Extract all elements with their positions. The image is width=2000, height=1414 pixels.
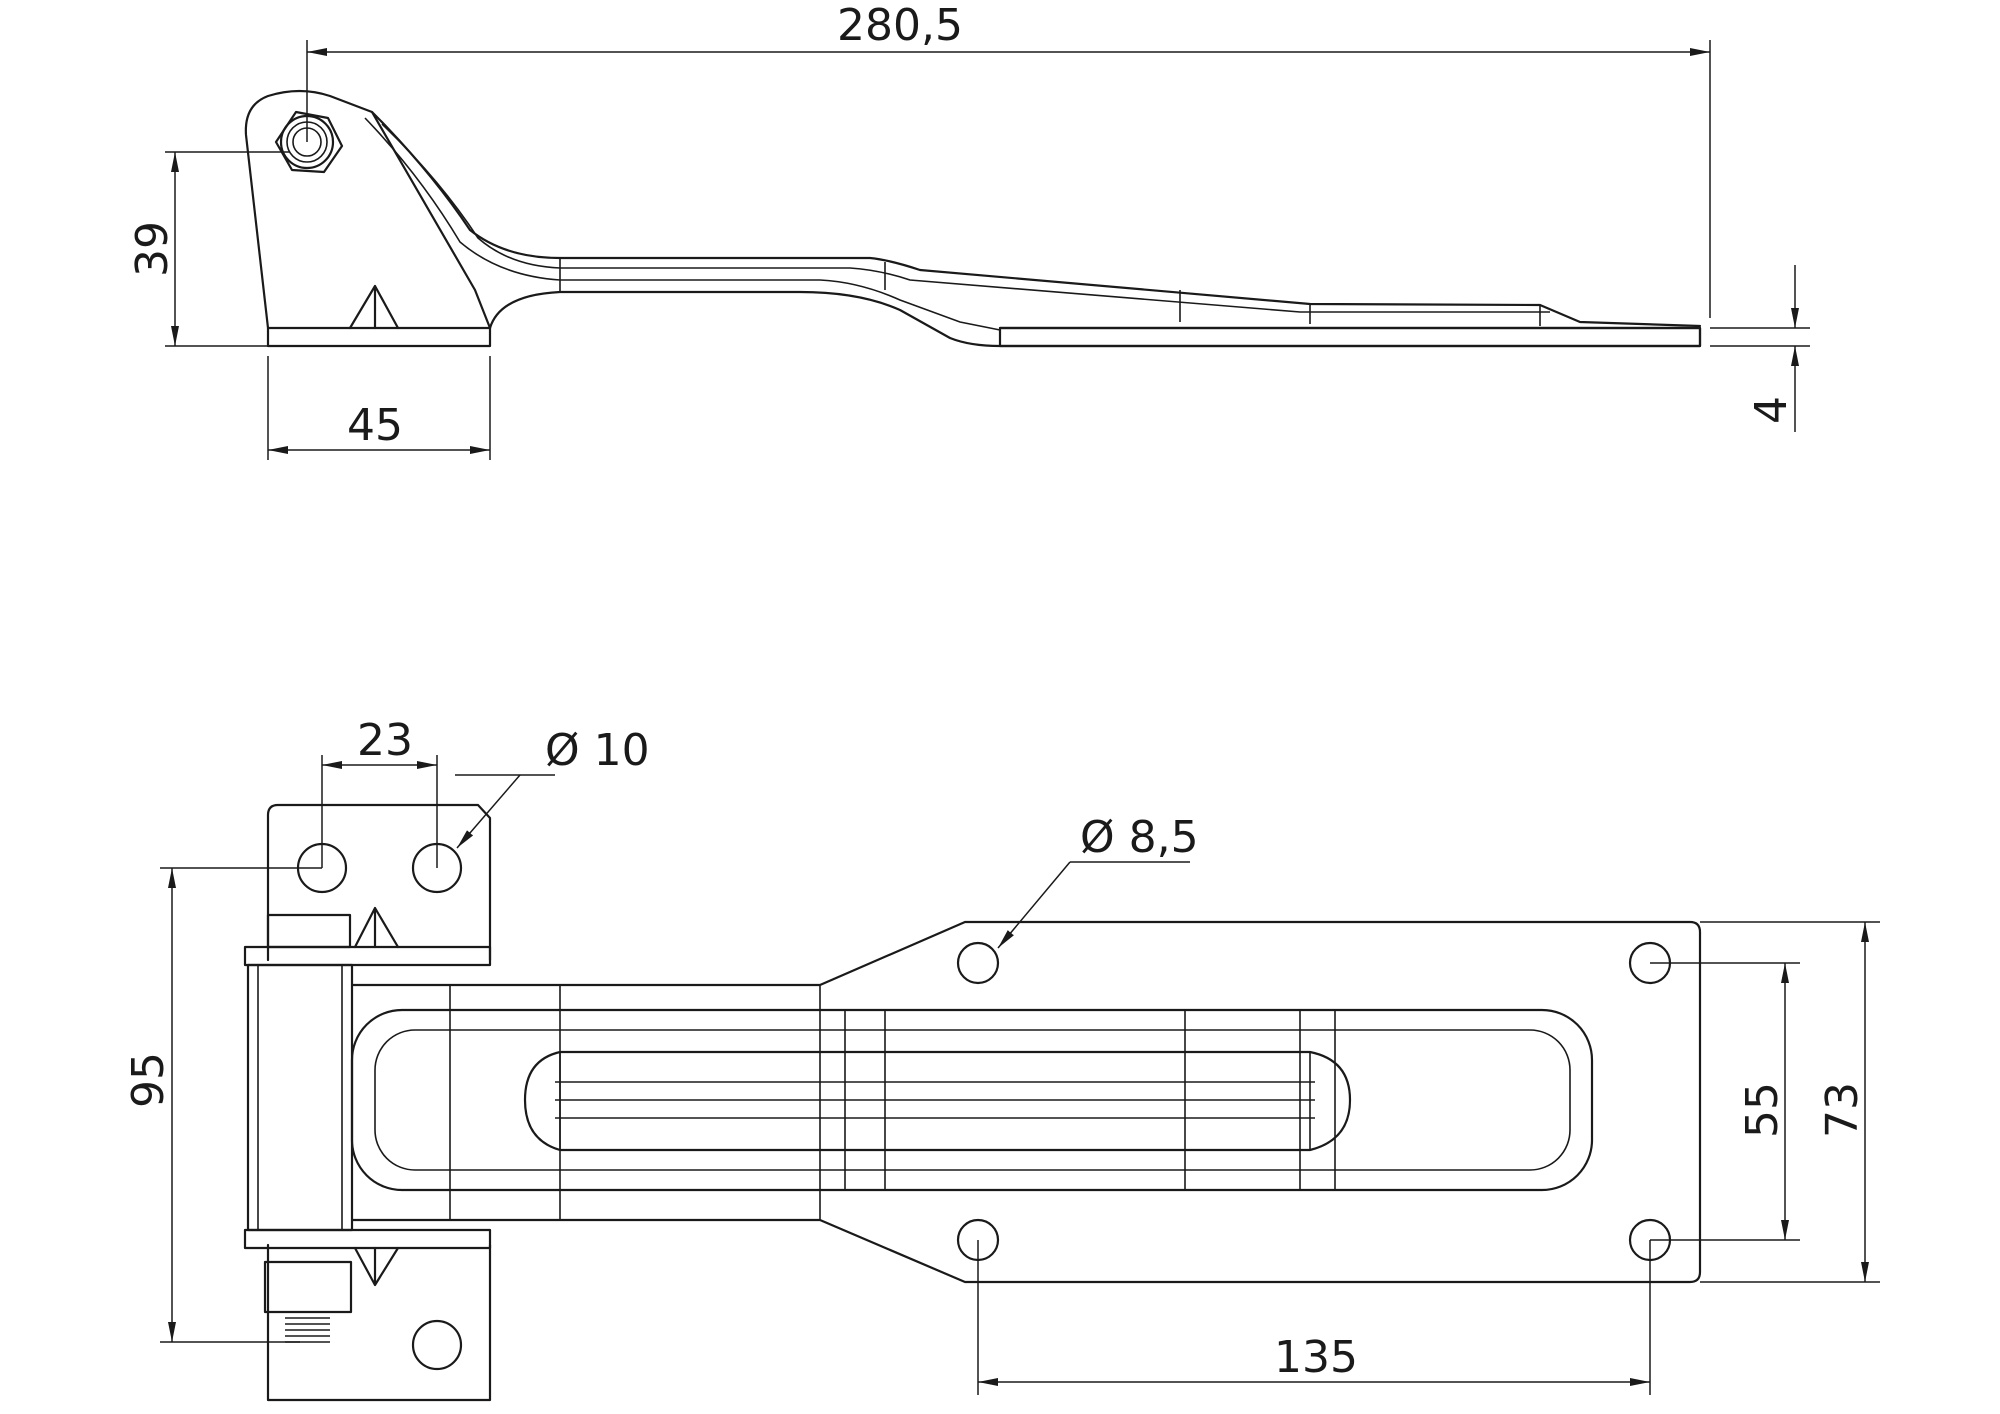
side-arm-upper (370, 110, 1702, 328)
dim-hinge-span: 95 (123, 1052, 174, 1108)
top-upper-rib (353, 906, 400, 949)
top-lower-nut (263, 1260, 353, 1314)
top-arm-channel-inner (374, 1029, 1571, 1171)
top-hinge-pin-lines (257, 965, 343, 1230)
top-hole-lower (411, 1319, 463, 1371)
top-view (243, 803, 1702, 1402)
side-base-plate (266, 326, 492, 348)
side-knuckle-body (244, 89, 492, 330)
top-arm-rib-lines (555, 1052, 1315, 1150)
dim-hole-diameter-large: Ø 10 (545, 725, 650, 776)
top-arm-segments (449, 985, 1336, 1220)
top-upper-leaf (266, 803, 492, 962)
dim-base-width: 45 (347, 400, 403, 451)
side-view (244, 89, 1702, 348)
dim-mount-hole-spacing: 135 (1274, 1332, 1358, 1383)
top-dimensions: 23 Ø 10 Ø 8,5 95 55 73 135 (123, 715, 1880, 1395)
dim-hole-diameter-small: Ø 8,5 (1080, 812, 1199, 863)
top-arm-channel-outer (350, 1008, 1594, 1192)
dim-overall-length: 280,5 (837, 0, 963, 51)
top-arm-outline (350, 920, 1702, 1284)
dim-inner-hole-spacing: 55 (1737, 1082, 1788, 1138)
top-lower-washer (243, 1228, 492, 1250)
side-rib (348, 284, 400, 330)
side-dimensions: 280,5 39 45 4 (127, 0, 1810, 460)
dim-hinge-height: 39 (127, 221, 178, 277)
top-lower-rib (353, 1246, 400, 1287)
side-tip-plate (998, 326, 1702, 348)
top-bolt-thread (285, 1317, 330, 1343)
dim-plate-thickness: 4 (1746, 396, 1797, 424)
side-arm-lower (488, 290, 1702, 348)
top-lower-leaf (266, 1243, 492, 1402)
dim-hole-spacing: 23 (357, 715, 413, 766)
top-upper-washer (243, 945, 492, 967)
side-arm-inner-2 (364, 117, 1001, 331)
top-arm-rib (523, 1050, 1352, 1152)
top-upper-nut (266, 913, 352, 949)
side-arm-inner-1 (381, 123, 1550, 313)
side-arm-ticks (559, 258, 1541, 326)
top-mount-hole-1 (956, 941, 1000, 985)
top-hinge-pin (246, 963, 354, 1232)
dim-plate-width: 73 (1817, 1082, 1868, 1138)
side-nut-hexagon (274, 110, 344, 174)
